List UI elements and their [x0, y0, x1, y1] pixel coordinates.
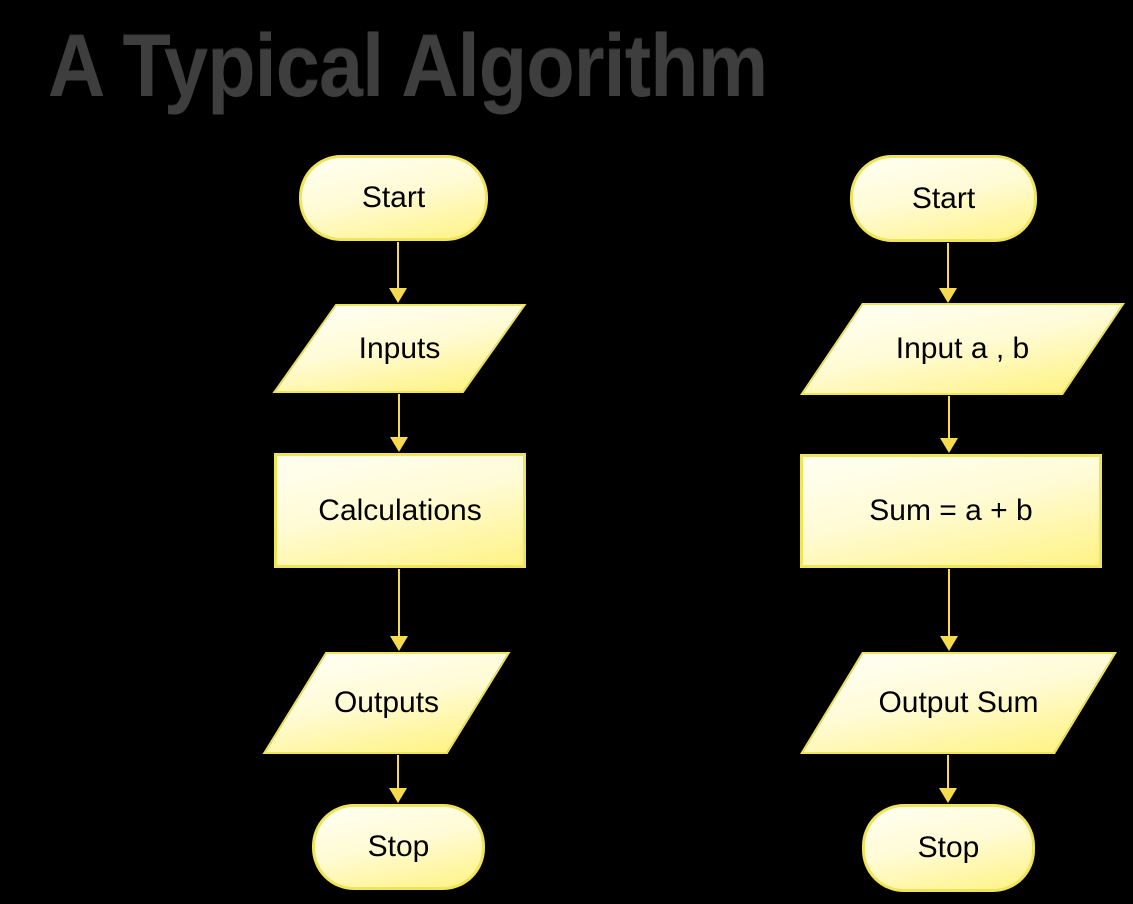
arrow-head-icon: [940, 438, 958, 453]
node-inputs: Inputs: [272, 304, 527, 393]
node-label: Inputs: [358, 331, 441, 365]
node-start: Start: [850, 155, 1037, 242]
node-label: Calculations: [318, 493, 482, 527]
node-input-a-b: Input a , b: [799, 303, 1126, 395]
arrow-head-icon: [939, 288, 957, 303]
arrow-head-icon: [390, 437, 408, 452]
arrow-head-icon: [390, 636, 408, 651]
node-label: Input a , b: [895, 332, 1030, 365]
node-calculations: Calculations: [274, 453, 526, 568]
node-label: Stop: [367, 830, 430, 863]
node-label: Start: [911, 181, 976, 215]
arrow-head-icon: [940, 636, 958, 651]
arrow-line: [946, 755, 950, 789]
node-start: Start: [299, 155, 488, 241]
arrow-line: [397, 394, 401, 438]
arrow-line: [397, 569, 401, 637]
node-label: Stop: [917, 831, 980, 864]
node-label: Sum = a + b: [869, 494, 1033, 527]
arrow-line: [396, 755, 400, 789]
node-sum: Sum = a + b: [800, 454, 1102, 568]
node-label: Outputs: [333, 686, 440, 719]
node-outputs: Outputs: [262, 652, 511, 754]
node-label: Output Sum: [878, 686, 1039, 719]
arrow-line: [946, 243, 950, 289]
arrow-line: [396, 242, 400, 289]
node-label: Start: [361, 181, 426, 214]
arrow-head-icon: [939, 788, 957, 803]
arrow-head-icon: [389, 288, 407, 303]
slide-title: A Typical Algorithm: [48, 16, 768, 115]
arrow-line: [947, 569, 951, 637]
node-output-sum: Output Sum: [799, 652, 1118, 754]
arrow-line: [947, 396, 951, 439]
arrow-head-icon: [389, 788, 407, 803]
node-stop: Stop: [862, 804, 1035, 892]
node-stop: Stop: [312, 804, 485, 890]
